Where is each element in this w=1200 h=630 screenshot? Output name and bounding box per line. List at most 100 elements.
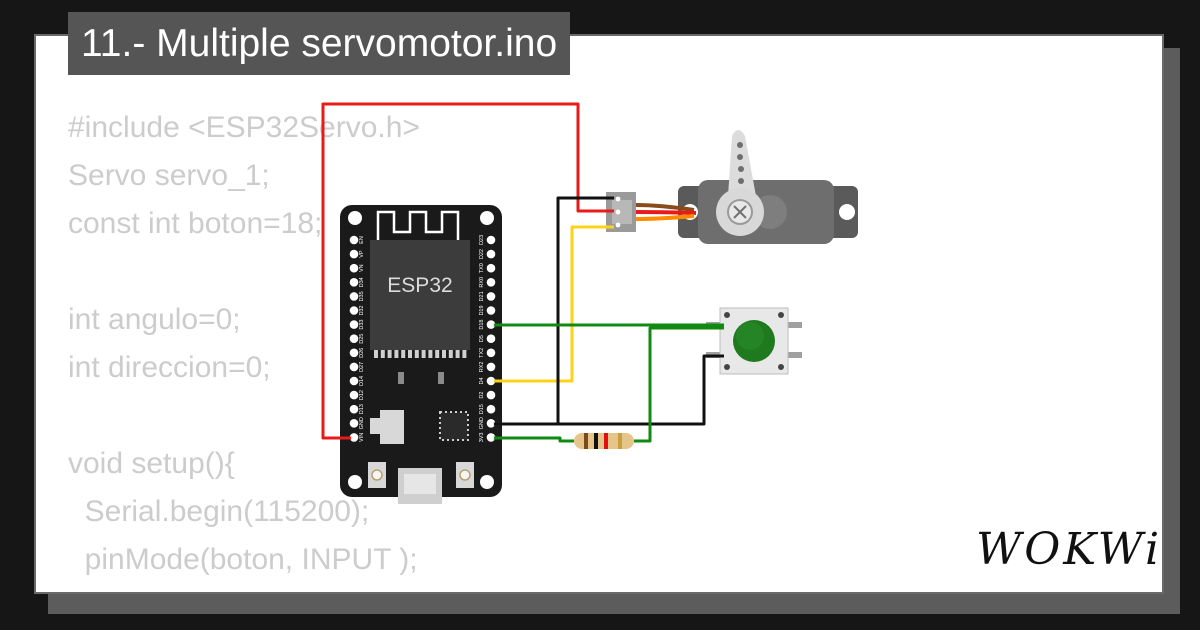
pin-label: D27	[359, 362, 365, 372]
code-preview: #include <ESP32Servo.h> Servo servo_1; c…	[68, 104, 420, 584]
voltage-regulator	[370, 410, 404, 444]
chip-label: ESP32	[387, 274, 452, 297]
pin-label: D22	[479, 249, 485, 259]
pin-d27[interactable]	[349, 362, 359, 372]
usb-chip	[439, 411, 469, 441]
pin-label: D13	[359, 404, 365, 414]
pin-label: EN	[359, 236, 365, 244]
wire-resistor-green	[634, 326, 724, 443]
pin-label: VP	[359, 250, 365, 258]
wokwi-logo: WOKWi	[976, 524, 1163, 575]
pin-label: D19	[479, 305, 485, 315]
esp32-board[interactable]: ESP32 ENVPVND34D35D32D33D25D26D27D14D12D…	[340, 205, 502, 504]
pin-label: TX0	[479, 263, 485, 273]
pin-d19[interactable]	[486, 306, 496, 315]
wire-gnd-button-black	[491, 354, 724, 426]
module-pad	[387, 350, 392, 358]
project-title: 11.- Multiple servomotor.ino	[68, 12, 571, 75]
code-line: int angulo=0;	[68, 303, 241, 336]
pushbutton[interactable]	[706, 307, 802, 375]
module-pad	[374, 350, 378, 358]
module-pad	[462, 350, 467, 358]
pin-label: RX2	[479, 362, 485, 373]
pin-label: D14	[359, 376, 365, 386]
pin-d15[interactable]	[486, 404, 496, 414]
wire-3v3-green	[491, 436, 574, 443]
wire-endpoints	[351, 322, 494, 441]
esp32-module: ESP32	[370, 240, 470, 350]
pin-d26[interactable]	[349, 348, 359, 358]
wire-gnd-black	[491, 196, 614, 426]
module-pad	[380, 350, 385, 358]
pin-label: D23	[479, 235, 485, 245]
pin-label: D21	[479, 291, 485, 301]
pin-label: D18	[479, 320, 485, 330]
module-pad	[401, 350, 406, 358]
pin-d14[interactable]	[349, 376, 359, 386]
pin-label: D33	[359, 320, 365, 330]
code-line: Serial.begin(115200);	[68, 495, 370, 528]
pin-vn[interactable]	[349, 263, 359, 273]
module-pins	[374, 350, 467, 358]
code-line: pinMode(boton, INPUT );	[68, 543, 418, 576]
pin-label: D26	[359, 348, 365, 358]
pin-d22[interactable]	[486, 249, 496, 259]
pin-d5[interactable]	[486, 334, 496, 344]
pin-vp[interactable]	[349, 249, 359, 259]
pin-label: GND	[359, 417, 365, 429]
code-line: const int boton=18;	[68, 207, 323, 240]
pin-label: D15	[479, 404, 485, 414]
module-pad	[414, 350, 419, 358]
pin-d2[interactable]	[486, 390, 496, 400]
pin-d35[interactable]	[349, 292, 359, 301]
boot-button[interactable]	[456, 462, 474, 488]
pin-rx2[interactable]	[486, 362, 496, 372]
pin-d23[interactable]	[486, 235, 496, 245]
en-button[interactable]	[368, 462, 386, 488]
pin-tx2[interactable]	[486, 348, 496, 358]
pin-gnd[interactable]	[349, 419, 359, 428]
pin-label: GND	[479, 417, 485, 429]
project-card	[34, 34, 1164, 594]
pin-label: D5	[479, 335, 485, 342]
module-pad	[455, 350, 460, 358]
pin-label: D32	[359, 305, 365, 315]
module-pad	[448, 350, 453, 358]
pin-d33[interactable]	[349, 320, 359, 329]
wire-vin-red	[321, 102, 614, 440]
pin-label: RX0	[479, 277, 485, 288]
pin-d25[interactable]	[349, 334, 359, 344]
module-pad	[421, 350, 426, 358]
pin-label: D2	[479, 392, 485, 399]
pin-en[interactable]	[349, 235, 359, 245]
pin-label: D4	[479, 377, 485, 384]
pin-d34[interactable]	[349, 278, 359, 287]
wire-d4-yellow	[491, 225, 614, 383]
pin-d13[interactable]	[349, 404, 359, 414]
pin-label: VIN	[359, 433, 365, 442]
module-pad	[435, 350, 440, 358]
code-line: #include <ESP32Servo.h>	[68, 111, 420, 144]
usb-connector	[398, 468, 442, 504]
pin-tx0[interactable]	[486, 263, 496, 273]
resistor	[574, 433, 634, 449]
pin-label: D12	[359, 390, 365, 400]
module-pad	[428, 350, 433, 358]
pin-d32[interactable]	[349, 306, 359, 315]
pin-label: D25	[359, 334, 365, 344]
pin-d12[interactable]	[349, 390, 359, 400]
pin-label: D35	[359, 291, 365, 301]
pin-label: TX2	[479, 348, 485, 358]
pin-rx0[interactable]	[486, 278, 496, 287]
pin-label: VN	[359, 264, 365, 272]
module-pad	[408, 350, 412, 358]
pin-label: 3V3	[479, 433, 485, 443]
code-line: Servo servo_1;	[68, 159, 270, 192]
module-pad	[442, 350, 446, 358]
pin-d21[interactable]	[486, 292, 496, 301]
module-pad	[394, 350, 399, 358]
servo-motor[interactable]	[606, 130, 858, 244]
pin-label: D34	[359, 277, 365, 287]
